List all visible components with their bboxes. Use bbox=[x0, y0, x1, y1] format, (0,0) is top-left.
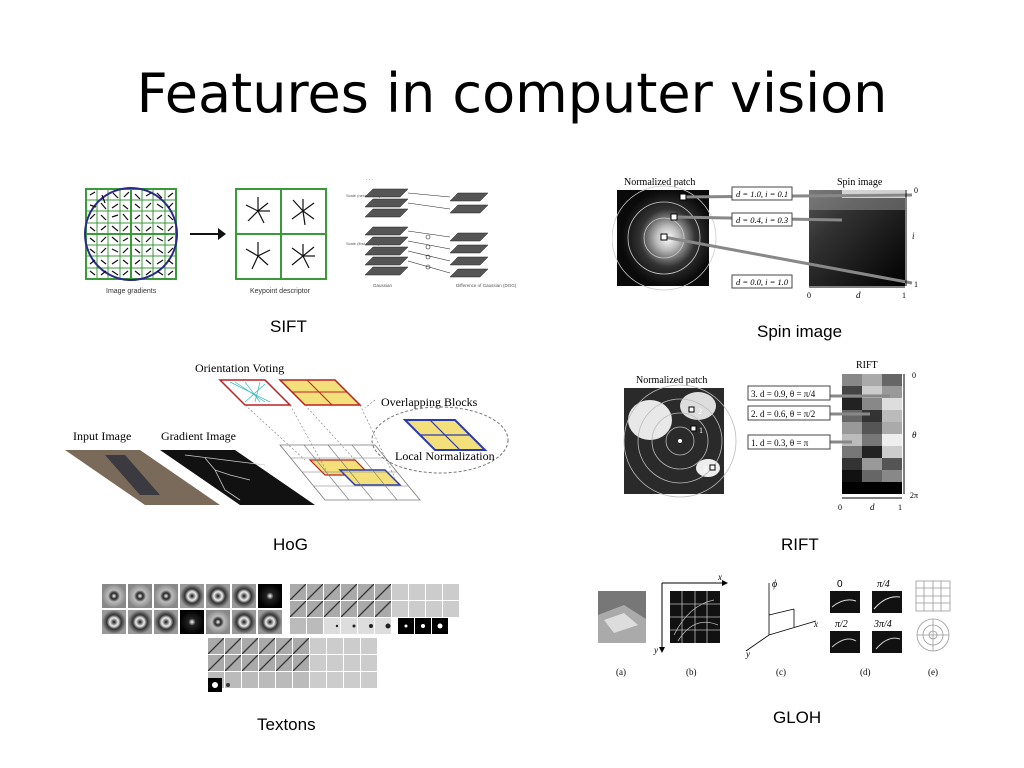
gloh-sub-c: (c) bbox=[776, 667, 786, 677]
gloh-3d-axes bbox=[745, 583, 817, 652]
gloh-sub-d: (d) bbox=[860, 667, 871, 677]
rift-box-1: 3. d = 0.9, θ = π/4 bbox=[751, 389, 816, 399]
gloh-caption: GLOH bbox=[773, 708, 822, 727]
spin-box-1: d = 1.0, i = 0.1 bbox=[736, 189, 788, 199]
hog-input-label: Input Image bbox=[73, 429, 131, 443]
spin-tick-top: 0 bbox=[914, 186, 918, 195]
sift-caption: SIFT bbox=[270, 317, 307, 336]
rift-diagram: Normalized patch RIFT 1 2 3 bbox=[623, 360, 918, 512]
gloh-bin-grids bbox=[915, 580, 951, 652]
rift-figure: Normalized patch RIFT 1 2 3 bbox=[620, 358, 930, 520]
rift-histogram bbox=[842, 374, 902, 494]
spin-image-diagram: Normalized patch Spin image d = 1.0, i =… bbox=[611, 177, 918, 300]
slide-title: Features in computer vision bbox=[136, 62, 888, 125]
hog-cell-grid bbox=[279, 444, 421, 501]
sift-scale-first-label: Scale (first octave) bbox=[346, 241, 380, 246]
rift-marker-3: 3 bbox=[703, 465, 707, 474]
sift-arrow-icon bbox=[190, 228, 226, 240]
hog-caption: HoG bbox=[273, 535, 308, 554]
spin-axis-d: d bbox=[856, 290, 861, 300]
spin-image-figure: Normalized patch Spin image d = 1.0, i =… bbox=[611, 175, 922, 305]
rift-box-2: 2. d = 0.6, θ = π/2 bbox=[751, 409, 815, 419]
gloh-sub-e: (e) bbox=[928, 667, 938, 677]
gloh-label-pi2: π/2 bbox=[835, 619, 848, 630]
rift-axis-theta: θ bbox=[912, 430, 917, 440]
spin-axis-i: i bbox=[912, 231, 915, 241]
sift-gradients-label: Image gradients bbox=[106, 288, 157, 295]
rift-tick-top: 0 bbox=[912, 371, 916, 380]
sift-scale-space: . . . Scale (next octave) Scale (first o… bbox=[346, 176, 517, 288]
rift-tick-right: 1 bbox=[898, 503, 902, 512]
gloh-label-3pi4: 3π/4 bbox=[873, 619, 892, 630]
spin-image-caption: Spin image bbox=[757, 322, 843, 341]
gloh-axis-x-b: x bbox=[717, 575, 722, 582]
sift-diagram: Image gradients bbox=[84, 176, 517, 295]
gloh-sub-a: (a) bbox=[616, 667, 626, 677]
rift-box-3: 1. d = 0.3, θ = π bbox=[751, 438, 809, 448]
spin-tick-bottom: 1 bbox=[914, 280, 918, 289]
rift-marker-2: 2 bbox=[698, 407, 702, 416]
rift-marker-1: 1 bbox=[699, 426, 703, 435]
hog-figure: Orientation Voting Overlapping Blocks In… bbox=[65, 360, 515, 520]
textons-figure bbox=[100, 580, 460, 698]
svg-text:. . .: . . . bbox=[366, 176, 374, 182]
hog-blocks-label: Overlapping Blocks bbox=[381, 395, 478, 409]
gloh-sub-b: (b) bbox=[686, 667, 697, 677]
sift-gradient-grid bbox=[84, 187, 178, 281]
rift-label: RIFT bbox=[856, 360, 878, 371]
hog-voting-label: Orientation Voting bbox=[195, 361, 284, 375]
sift-gaussian-label: Gaussian bbox=[373, 283, 393, 288]
hog-normalization-label: Local Normalization bbox=[395, 449, 495, 463]
gloh-label-0: 0 bbox=[837, 579, 843, 590]
hog-gradient-image bbox=[160, 450, 315, 505]
textons-caption: Textons bbox=[257, 715, 316, 734]
hog-diagram: Orientation Voting Overlapping Blocks In… bbox=[65, 361, 509, 505]
spin-box-2: d = 0.4, i = 0.3 bbox=[736, 215, 788, 225]
gloh-label-pi4: π/4 bbox=[877, 579, 890, 590]
rift-axis-d: d bbox=[870, 502, 875, 512]
spin-patch-label: Normalized patch bbox=[624, 177, 695, 188]
sift-descriptor-label: Keypoint descriptor bbox=[250, 288, 311, 295]
gloh-axis-x-c: x bbox=[813, 619, 818, 629]
gloh-figure: (a) x y (b) ϕ x y (c) 0 π/4 π/2 bbox=[594, 572, 974, 685]
gloh-diagram: (a) x y (b) ϕ x y (c) 0 π/4 π/2 bbox=[598, 572, 951, 677]
gloh-axis-y-c: y bbox=[745, 649, 750, 659]
spin-tick-right: 1 bbox=[902, 291, 906, 300]
spin-box-3: d = 0.0, i = 1.0 bbox=[736, 277, 789, 287]
rift-caption: RIFT bbox=[781, 535, 819, 554]
hog-gradient-label: Gradient Image bbox=[161, 429, 236, 443]
sift-dog-label: Difference of Gaussian (DOG) bbox=[456, 283, 517, 288]
sift-scale-next-label: Scale (next octave) bbox=[346, 193, 381, 198]
sift-descriptor-grid bbox=[235, 188, 327, 280]
sift-figure: Image gradients bbox=[78, 175, 518, 305]
gloh-axis-y-b: y bbox=[653, 645, 658, 655]
rift-patch-label: Normalized patch bbox=[636, 375, 707, 386]
spin-image-label: Spin image bbox=[837, 177, 883, 188]
rift-tick-left: 0 bbox=[838, 503, 842, 512]
spin-tick-left: 0 bbox=[807, 291, 811, 300]
gloh-axis-phi: ϕ bbox=[772, 579, 777, 590]
rift-tick-2pi: 2π bbox=[910, 491, 918, 500]
textons-filter-bank bbox=[102, 584, 459, 692]
